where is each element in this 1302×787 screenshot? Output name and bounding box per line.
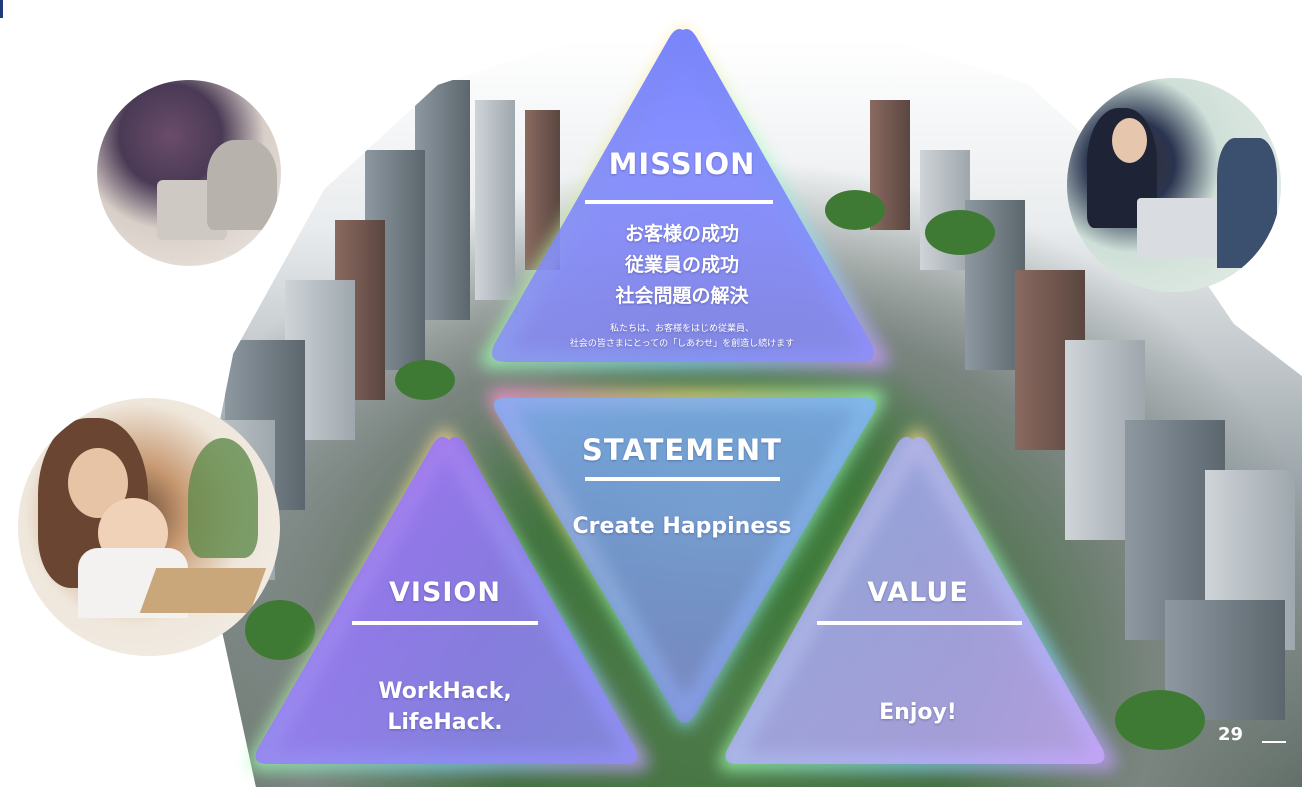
- photo-business-meeting: [1067, 78, 1281, 292]
- value-divider: [817, 621, 1022, 625]
- statement-divider: [585, 477, 780, 481]
- value-title: VALUE: [867, 577, 969, 608]
- mission-note-line-1: 私たちは、お客様をはじめ従業員、: [609, 324, 754, 334]
- vision-triangle: [255, 436, 637, 764]
- mission-divider: [585, 200, 773, 204]
- vision-line-1: WorkHack,: [378, 679, 512, 704]
- mission-title: MISSION: [608, 147, 756, 181]
- vision-title: VISION: [389, 577, 501, 608]
- vision-line-2: LifeHack.: [387, 710, 503, 735]
- value-text: Enjoy!: [879, 700, 957, 725]
- corner-accent-bar: [0, 0, 3, 18]
- photo-mother-and-child-with-laptop: [18, 398, 280, 656]
- mission-line-1: お客様の成功: [624, 223, 739, 245]
- page-number: 29: [1218, 724, 1244, 745]
- photo-laptop-on-sofa: [97, 80, 281, 266]
- mission-line-3: 社会問題の解決: [615, 285, 749, 307]
- statement-text: Create Happiness: [572, 514, 792, 539]
- mission-line-2: 従業員の成功: [624, 254, 739, 276]
- vision-divider: [352, 621, 538, 625]
- mission-note-line-2: 社会の皆さまにとっての「しあわせ」を創造し続けます: [569, 339, 795, 349]
- mission-triangle: [492, 29, 874, 362]
- value-triangle: [725, 436, 1105, 764]
- statement-title: STATEMENT: [582, 433, 782, 467]
- page-number-tick: [1262, 741, 1286, 743]
